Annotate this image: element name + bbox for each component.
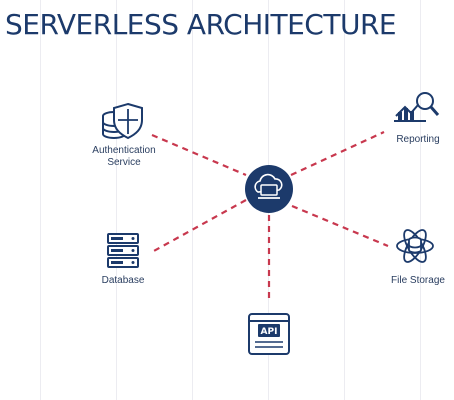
node-label-authentication: Authentication Service [84,145,164,169]
connector-reporting [290,131,385,176]
shield-database-icon [102,102,143,140]
connectors [151,131,389,302]
grid-line [40,0,41,400]
cloud-laptop-icon [245,165,293,213]
node-label-database: Database [101,275,145,286]
chart-magnifier-icon [394,92,440,122]
node-label-reporting: Reporting [396,134,440,145]
connector-auth [151,133,247,177]
node-label-line: Service [107,157,141,168]
server-rack-icon [107,233,139,268]
page-title: SERVERLESS ARCHITECTURE [5,8,397,41]
api-icon-label: API [261,327,278,337]
connector-file-storage [291,204,389,248]
grid-line [116,0,117,400]
grid-line [420,0,421,400]
node-label-line: Authentication [92,145,156,156]
atom-database-icon [396,229,434,263]
connector-database [151,199,247,253]
grid-line [192,0,193,400]
node-label-file-storage: File Storage [391,275,445,286]
api-window-icon: API [248,313,290,355]
grid-line [344,0,345,400]
